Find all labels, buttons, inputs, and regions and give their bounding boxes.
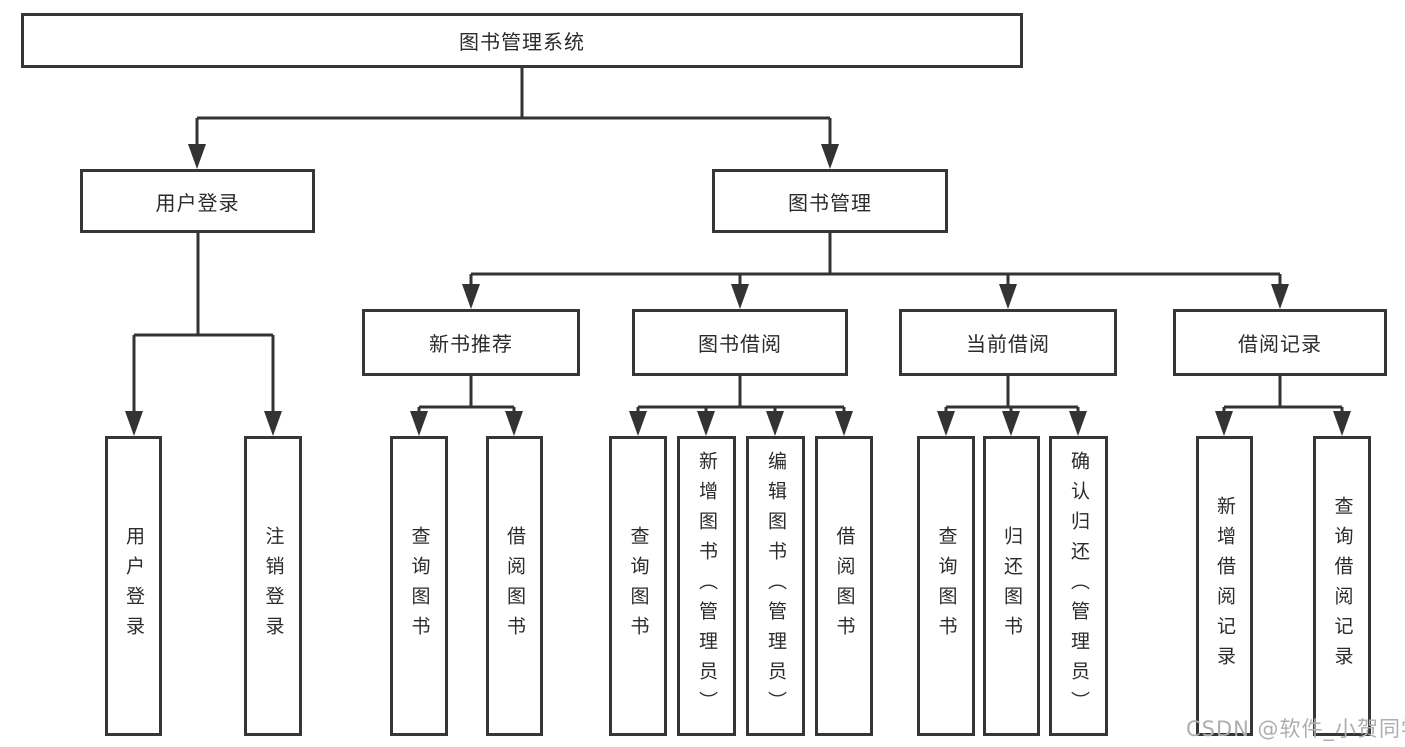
node-book-borrow: 图书借阅 bbox=[632, 309, 848, 376]
leaf-current-query-books-label: 查询图书 bbox=[935, 526, 958, 646]
leaf-add-book-admin: 新增图书（管理员） bbox=[677, 436, 736, 736]
leaf-newbooks-query-books-label: 查询图书 bbox=[408, 526, 431, 646]
leaf-return-books-label: 归还图书 bbox=[1001, 526, 1023, 646]
node-book-management-label: 图书管理 bbox=[788, 190, 872, 215]
watermark: CSDN @软件_小贺同学 bbox=[1186, 717, 1405, 741]
node-root-system: 图书管理系统 bbox=[21, 13, 1023, 68]
leaf-add-book-admin-label: 新增图书（管理员） bbox=[696, 451, 718, 721]
leaf-add-borrow-record-label: 新增借阅记录 bbox=[1214, 496, 1236, 676]
leaf-confirm-return-admin: 确认归还（管理员） bbox=[1049, 436, 1108, 736]
leaf-query-borrow-record: 查询借阅记录 bbox=[1313, 436, 1371, 736]
leaf-current-query-books: 查询图书 bbox=[917, 436, 975, 736]
leaf-return-books: 归还图书 bbox=[983, 436, 1040, 736]
node-root-label: 图书管理系统 bbox=[459, 30, 585, 54]
node-borrow-records: 借阅记录 bbox=[1173, 309, 1387, 376]
leaf-add-borrow-record: 新增借阅记录 bbox=[1196, 436, 1253, 736]
node-new-book-recommend: 新书推荐 bbox=[362, 309, 580, 376]
connector-paths bbox=[132, 68, 1344, 413]
leaf-newbooks-query-books: 查询图书 bbox=[390, 436, 448, 736]
node-user-login: 用户登录 bbox=[80, 169, 315, 233]
node-current-borrow: 当前借阅 bbox=[899, 309, 1117, 376]
leaf-edit-book-admin-label: 编辑图书（管理员） bbox=[765, 451, 787, 721]
leaf-logout: 注销登录 bbox=[244, 436, 302, 736]
leaf-logout-label: 注销登录 bbox=[262, 526, 285, 646]
leaf-newbooks-borrow-books-label: 借阅图书 bbox=[504, 526, 526, 646]
node-borrow-records-label: 借阅记录 bbox=[1238, 332, 1322, 356]
leaf-user-login: 用户登录 bbox=[105, 436, 162, 736]
node-book-borrow-label: 图书借阅 bbox=[698, 332, 782, 356]
node-new-book-recommend-label: 新书推荐 bbox=[429, 332, 513, 356]
leaf-edit-book-admin: 编辑图书（管理员） bbox=[746, 436, 805, 736]
leaf-newbooks-borrow-books: 借阅图书 bbox=[486, 436, 543, 736]
leaf-borrow-borrow-books-label: 借阅图书 bbox=[833, 526, 856, 646]
node-book-management: 图书管理 bbox=[712, 169, 948, 233]
leaf-borrow-query-books-label: 查询图书 bbox=[627, 526, 650, 646]
leaf-borrow-borrow-books: 借阅图书 bbox=[815, 436, 873, 736]
leaf-user-login-label: 用户登录 bbox=[123, 526, 145, 646]
leaf-confirm-return-admin-label: 确认归还（管理员） bbox=[1068, 451, 1090, 721]
leaf-query-borrow-record-label: 查询借阅记录 bbox=[1331, 496, 1354, 676]
node-current-borrow-label: 当前借阅 bbox=[966, 332, 1050, 356]
node-user-login-label: 用户登录 bbox=[155, 190, 240, 215]
leaf-borrow-query-books: 查询图书 bbox=[609, 436, 667, 736]
arrowheads bbox=[125, 144, 1351, 436]
